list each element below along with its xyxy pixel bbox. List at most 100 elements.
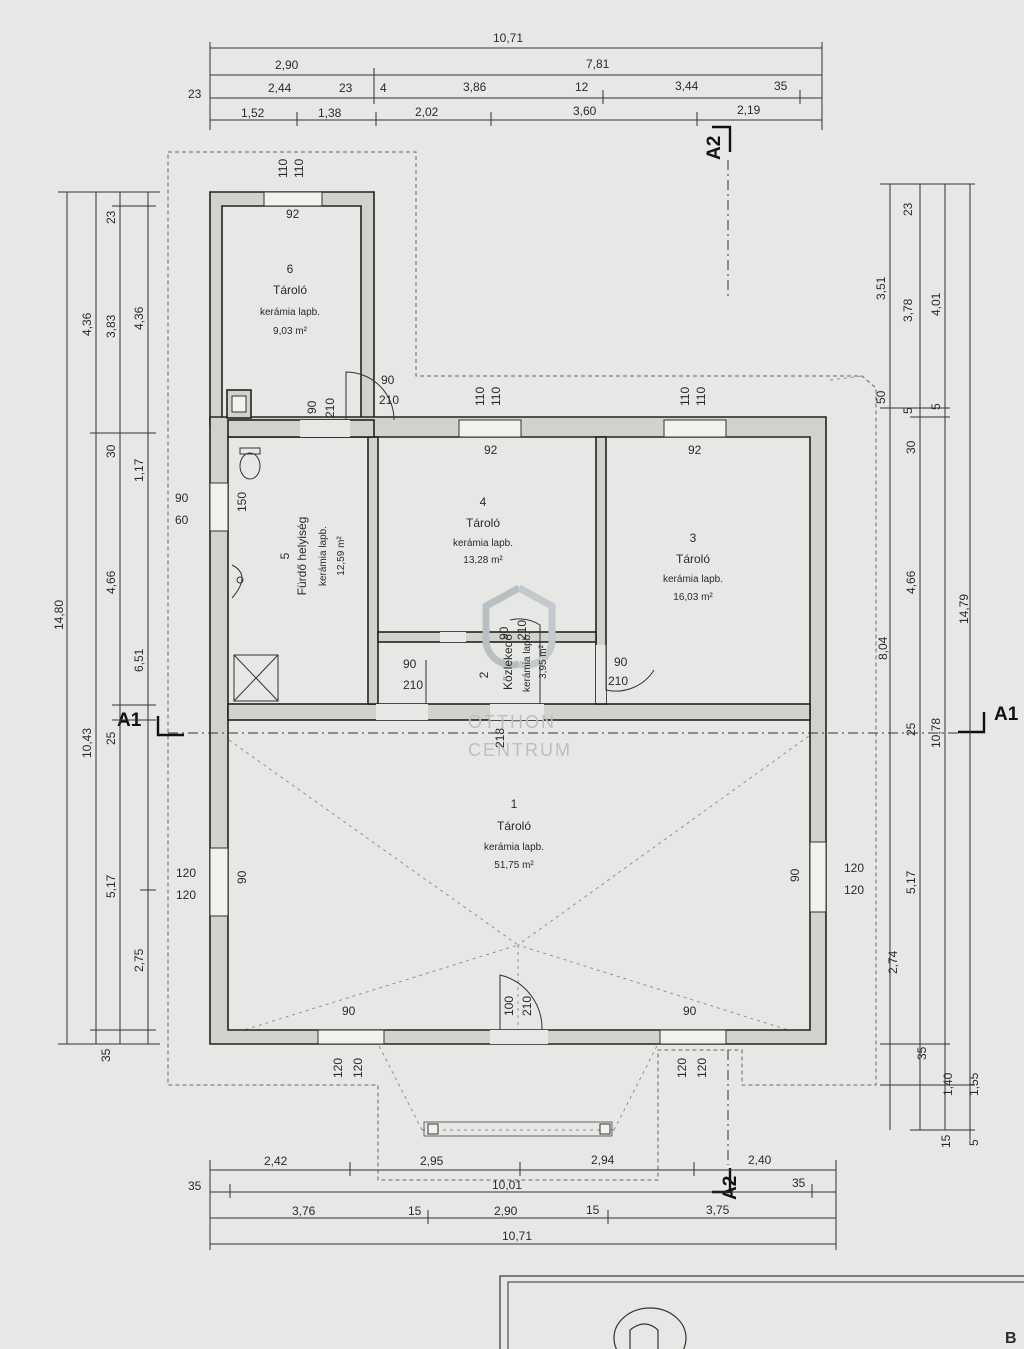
bathroom-fixtures [231,447,279,702]
watermark-line-2: CENTRUM [468,740,572,760]
room-number: 3 [690,531,697,545]
room-1-label: 1 Tároló kerámia lapb. 51,75 m² [484,797,544,871]
opening-label: 120 [844,883,864,897]
dim-label: 4,66 [104,570,118,594]
title-block: B [499,1275,1024,1349]
dim-label: 35 [915,1046,929,1060]
opening-label: 150 [235,492,249,512]
dim-label: 30 [104,444,118,458]
shower-icon [233,654,279,702]
title-block-letter: B [1005,1330,1017,1347]
room-name: Tároló [676,552,710,566]
dim-label: 35 [99,1048,113,1062]
dim-label: 2,90 [275,58,299,72]
opening-labels: 110 110 92 90 210 90 210 110 110 92 110 … [175,159,864,1078]
opening-label: 90 [683,1004,697,1018]
opening-label: 210 [520,996,534,1016]
dim-label: 4,66 [904,570,918,594]
room-floor: kerámia lapb. [484,842,544,853]
dim-label: 3,86 [463,80,487,94]
opening-label: 90 [342,1004,356,1018]
dim-label: 23 [188,87,202,101]
dim-label: 10,01 [492,1178,522,1192]
dim-overall-left: 14,80 [52,600,66,630]
opening-label: 210 [608,674,628,688]
dim-label: 4,01 [929,292,943,316]
opening-label: 110 [276,159,290,178]
dim-overall-right: 14,79 [957,594,971,624]
room-floor: kerámia lapb. [522,632,533,692]
opening-label: 218 [493,728,507,748]
dim-label: 2,74 [886,950,900,974]
opening-label: 120 [351,1058,365,1078]
room-number: 5 [278,552,292,559]
watermark-logo-icon [482,584,521,669]
opening-label: 110 [489,387,503,406]
dimensions-right: 14,79 23 4,01 10,78 5 3,78 30 4,66 25 5,… [874,183,981,1148]
opening-label: 120 [675,1058,689,1078]
dim-label: 5,17 [904,870,918,894]
dim-label: 5 [901,407,915,414]
dim-label: 23 [339,81,353,95]
opening-label: 120 [331,1058,345,1078]
dim-overall-top: 10,71 [493,31,523,45]
room-2-label: 2 Közlekedő kerámia lapb. 3,95 m² [477,632,549,692]
room-3-label: 3 Tároló kerámia lapb. 16,03 m² [663,531,723,603]
dim-label: 7,81 [586,57,610,71]
dim-label: 5 [967,1139,981,1146]
roof-outline [167,151,877,1181]
room-number: 6 [287,262,294,276]
dim-label: 23 [901,202,915,216]
opening-label: 92 [286,207,300,221]
dim-label: 2,02 [415,105,439,119]
room-floor: kerámia lapb. [260,307,320,318]
dim-label: 35 [792,1176,806,1190]
dim-label: 2,44 [268,81,292,95]
dim-label: 3,76 [292,1204,316,1218]
dim-label: 2,19 [737,103,761,117]
opening-label: 120 [176,866,196,880]
dim-label: 2,90 [494,1204,518,1218]
dim-label: 3,78 [901,298,915,322]
section-label-a2-top: A2 [704,136,725,160]
dim-label: 4 [380,81,387,95]
room-area: 3,95 m² [538,644,549,679]
opening-label: 92 [484,443,498,457]
opening-label: 90 [175,491,189,505]
opening-label: 110 [694,387,708,406]
dim-label: 5,17 [104,874,118,898]
room-floor: kerámia lapb. [453,538,513,549]
dim-label: 35 [774,79,788,93]
dim-label: 2,75 [132,948,146,972]
dim-label: 1,38 [318,106,342,120]
dimensions-left: 14,80 4,36 10,43 35 23 3,83 30 4,66 25 5… [52,191,160,1062]
room-number: 4 [480,495,487,509]
room-area: 16,03 m² [673,592,713,603]
opening-label: 110 [473,387,487,406]
opening-label: 92 [688,443,702,457]
opening-label: 120 [176,888,196,902]
opening-label: 90 [381,373,395,387]
dim-label: 50 [874,390,888,404]
room-floor: kerámia lapb. [663,574,723,585]
dim-label: 30 [904,440,918,454]
opening-label: 100 [502,996,516,1016]
section-label-a1-right: A1 [994,704,1019,725]
dim-label: 25 [104,731,118,745]
room-4-label: 4 Tároló kerámia lapb. 13,28 m² [453,495,513,566]
room-number: 1 [511,797,518,811]
dim-label: 8,04 [876,636,890,660]
dim-label: 2,95 [420,1154,444,1168]
dim-overall-bottom: 10,71 [502,1229,532,1243]
openings [209,191,827,1137]
opening-label: 110 [678,387,692,406]
dimensions-bottom: 2,42 2,95 2,94 2,40 35 10,01 35 3,76 15 … [188,1153,837,1250]
dim-label: 4,36 [80,312,94,336]
dim-label: 2,42 [264,1154,288,1168]
opening-label: 90 [614,655,628,669]
opening-label: 90 [788,868,802,882]
room-6-label: 6 Tároló kerámia lapb. 9,03 m² [260,262,320,337]
dim-label: 15 [586,1203,600,1217]
dim-label: 3,83 [104,314,118,338]
